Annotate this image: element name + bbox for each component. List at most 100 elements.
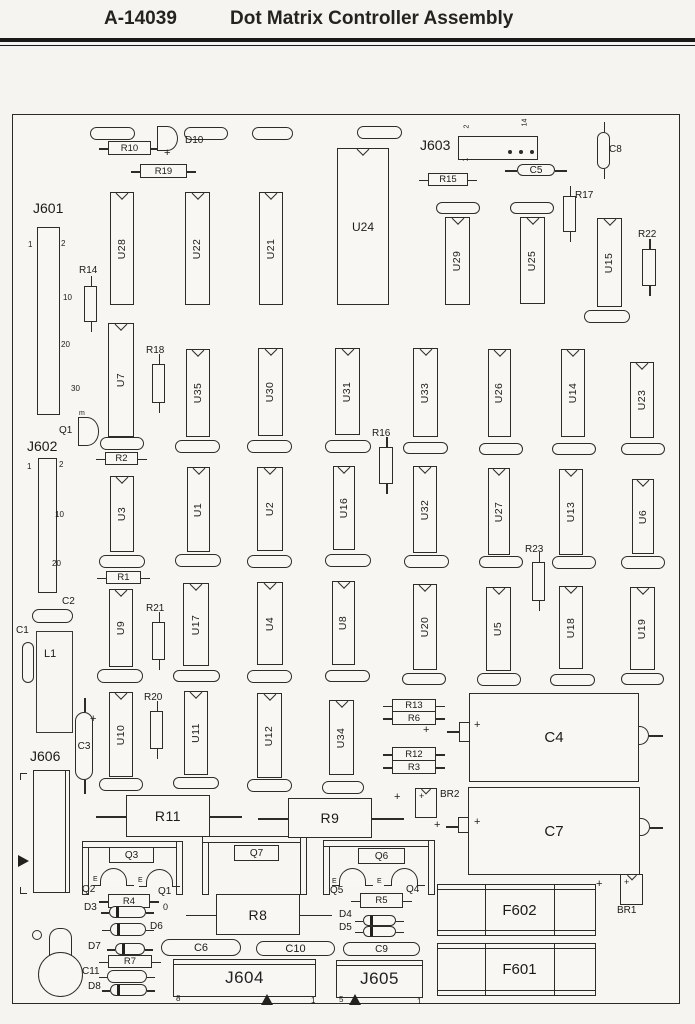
ic-label: U17 [190,614,202,635]
ic-label: U24 [351,219,374,234]
ic-u17: U17 [183,578,209,666]
connector-label: J604 [225,968,264,987]
text-d5: D5 [339,922,352,933]
notch [636,474,650,487]
lead [156,701,158,711]
lead [102,929,110,931]
ic-label: U5 [492,621,505,637]
transistor-bracket [323,840,435,847]
capacitor-c11 [107,970,147,983]
lead [99,148,108,150]
notch [264,343,277,356]
ic-u8: U8 [332,576,355,665]
text-r16: R16 [372,428,391,439]
notch [419,343,432,356]
d10-body [157,126,178,151]
text-14: 14 [521,118,529,127]
plus-in: + [419,791,425,801]
lead [84,698,86,712]
solder-pad [99,778,143,791]
lead [649,286,651,296]
diode-d4 [363,915,396,926]
solder-pad [404,555,449,568]
ic-u24: U24 [337,143,389,305]
lead [186,914,216,916]
text-1: 1 [28,240,33,249]
solder-pad [175,554,221,567]
lead [603,122,605,132]
ic-u33: U33 [413,343,438,437]
ic-u21: U21 [259,187,283,305]
lead [96,458,105,460]
lead [156,749,158,759]
text-2: 2 [61,239,66,248]
fdiv [554,885,555,935]
ic-u5: U5 [486,582,511,671]
q1-top-body [78,417,99,446]
lead [569,232,571,242]
text-q1: Q1 [59,425,73,436]
solder-pad [325,554,371,567]
text-q4: Q4 [406,884,420,895]
notch [263,577,277,590]
lead [99,976,107,978]
diode-d5 [363,926,396,937]
ic-u13: U13 [559,464,583,555]
text-r17: R17 [575,190,594,201]
corner-mark [20,887,27,894]
ic-u20: U20 [413,579,437,670]
ic-u14: U14 [561,344,585,437]
solder-pad [325,670,370,682]
ic-u1: U1 [187,462,210,552]
lead [99,901,108,903]
text-r20: R20 [144,692,163,703]
resistor-r20 [150,711,163,749]
lead [569,186,571,196]
text-j602: J602 [27,438,58,454]
dash [126,884,134,886]
text-20: 20 [61,340,70,349]
connector-j604: J604 [173,959,316,997]
capacitor-c3: C3 [75,712,93,780]
text-1: 1 [462,157,470,162]
ic-u32: U32 [413,461,437,553]
ic-label: U26 [493,382,506,404]
lead [396,920,404,922]
connector-dot [508,150,512,154]
lead [101,912,109,914]
lead [150,901,159,903]
flabel: F602 [502,901,537,919]
resistor-r15: R15 [428,173,468,186]
inner-right [65,771,66,892]
text-plus: + [164,147,171,159]
transistor-dome [384,868,425,886]
resistor-r2: R2 [105,452,138,465]
connector-label: J605 [360,969,399,988]
resistor-r16 [379,447,393,484]
notch [114,687,128,700]
text-10: 10 [55,510,64,519]
lead [446,826,458,828]
ic-label: U6 [636,509,649,524]
text-c1: C1 [16,625,29,636]
alignment-marker [349,994,361,1005]
text-plus: + [596,878,603,890]
header-rule [0,38,695,46]
lead [419,179,428,181]
connector-dot [530,150,534,154]
ic-u2: U2 [257,462,283,551]
ic-label: U11 [190,723,202,743]
notch [189,578,203,591]
fdiv [485,885,486,935]
ic-label: U2 [263,501,276,517]
ic-label: U14 [567,382,579,404]
notch [636,582,649,595]
lead [158,612,160,622]
transistor-dome [139,869,180,887]
notch [337,576,350,589]
ic-label: U34 [335,727,348,748]
solder-pad [621,556,665,569]
lead [355,920,363,922]
cap-bump [639,726,649,745]
solder-pad [479,556,523,568]
